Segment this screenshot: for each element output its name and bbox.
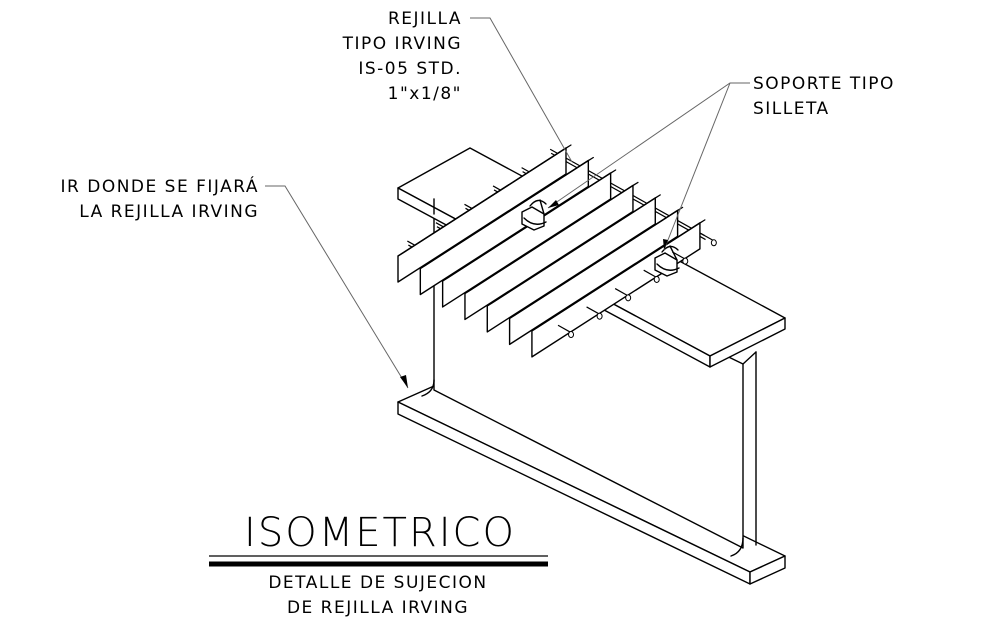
label-ir-line1: IR DONDE SE FIJARÁ xyxy=(61,175,259,197)
saddle-support-right xyxy=(654,245,680,277)
title-sub-line1: DETALLE DE SUJECION xyxy=(268,573,487,593)
leader-soporte-b xyxy=(663,82,731,251)
bearing-bar-top xyxy=(531,219,706,332)
title-isometrico: ISOMETRICO xyxy=(244,510,516,556)
label-rejilla-line4: 1"x1/8" xyxy=(388,84,462,104)
title-sub-line2: DE REJILLA IRVING xyxy=(287,598,469,618)
beam-top-flange-end xyxy=(709,317,786,368)
rod-end xyxy=(710,239,717,247)
label-ir: IR DONDE SE FIJARÁ LA REJILLA IRVING xyxy=(61,175,259,222)
rod-stub xyxy=(671,251,686,260)
beam-bottom-flange-end xyxy=(749,555,786,585)
bearing-bar-top xyxy=(486,194,661,307)
bearing-bar-top xyxy=(419,156,594,270)
rod-stub xyxy=(700,232,715,242)
leader-ir xyxy=(265,185,409,389)
saddle-support-left xyxy=(521,199,547,231)
beam-web-fillet-right xyxy=(730,537,744,557)
rod-stub xyxy=(614,288,629,297)
beam-web-top-edge xyxy=(742,351,757,365)
label-soporte: SOPORTE TIPO SILLETA xyxy=(753,74,895,119)
arrowhead-ir xyxy=(400,375,408,388)
leader-rejilla xyxy=(470,17,573,163)
rod-end xyxy=(682,257,689,265)
label-rejilla: REJILLA TIPO IRVING IS-05 STD. 1"x1/8" xyxy=(342,9,462,104)
beam-web-fillet-left xyxy=(421,379,435,397)
label-soporte-line2: SILLETA xyxy=(753,99,830,119)
rod-stub xyxy=(586,306,600,315)
rod-end xyxy=(568,331,575,339)
bearing-bar-top xyxy=(397,144,572,257)
bearing-bar-top xyxy=(464,181,639,295)
bearing-bar-top xyxy=(509,206,684,319)
label-ir-line2: LA REJILLA IRVING xyxy=(79,202,259,222)
saddle-supports xyxy=(521,199,680,277)
label-rejilla-line1: REJILLA xyxy=(388,9,462,29)
rod-end xyxy=(625,294,632,302)
rod-end xyxy=(596,312,603,320)
rod-stub xyxy=(557,324,572,334)
label-rejilla-line2: TIPO IRVING xyxy=(342,34,462,54)
label-rejilla-line3: IS-05 STD. xyxy=(358,59,462,79)
arrowhead-soporte-a xyxy=(548,200,559,208)
title-block: ISOMETRICO DETALLE DE SUJECION DE REJILL… xyxy=(209,510,548,618)
arrowhead-soporte-b xyxy=(663,239,668,250)
label-soporte-line1: SOPORTE TIPO xyxy=(753,74,895,94)
leader-lines xyxy=(265,17,750,389)
rod-end xyxy=(653,275,660,283)
rod-stub xyxy=(643,269,658,279)
